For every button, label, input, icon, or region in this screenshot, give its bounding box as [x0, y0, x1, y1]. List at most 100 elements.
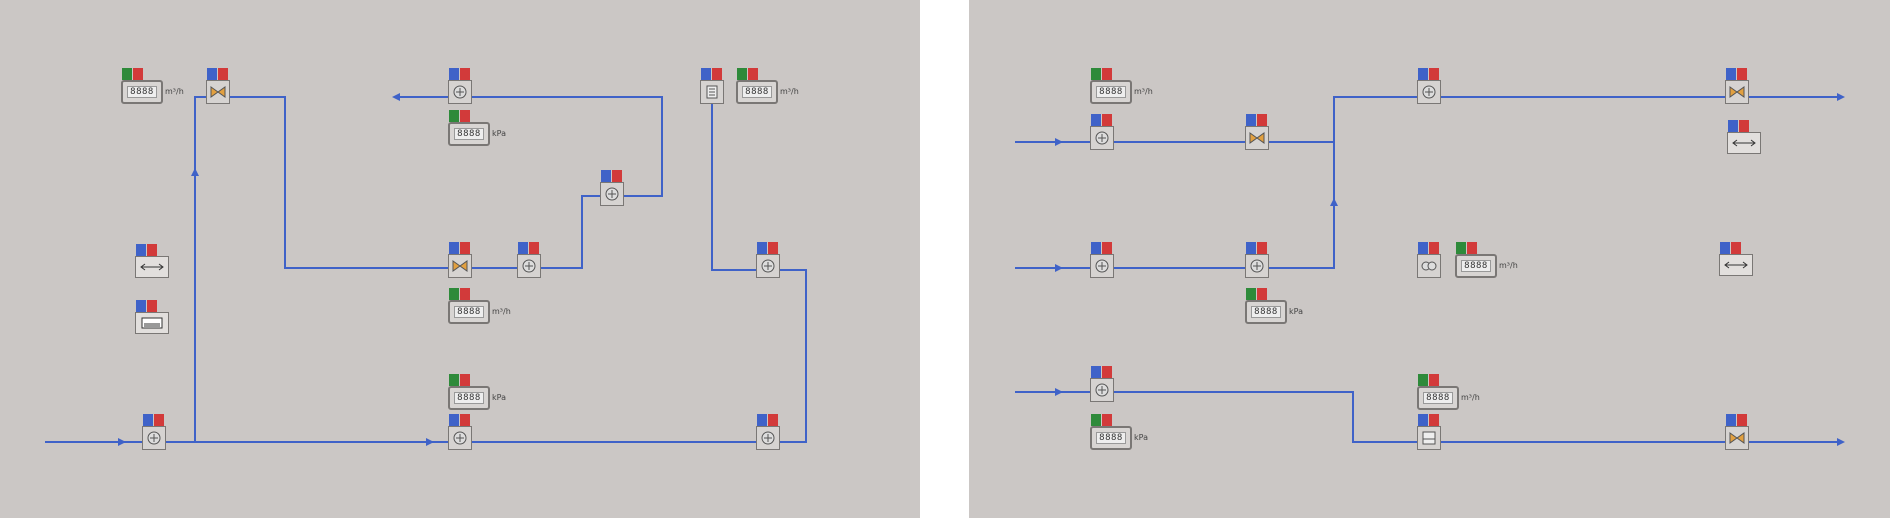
pipe-mid-line	[1015, 142, 1335, 269]
pressure-indicator[interactable]: 8888 kPa	[1090, 414, 1150, 450]
alarm-tag	[1102, 114, 1112, 126]
indicator-unit: m³/h	[165, 87, 184, 96]
indicator-unit: m³/h	[1499, 261, 1518, 270]
pump-block[interactable]	[1090, 242, 1114, 278]
status-tag	[136, 244, 146, 256]
pump-block[interactable]	[448, 414, 472, 450]
pressure-indicator[interactable]: 8888 kPa	[448, 374, 508, 410]
filter-block[interactable]	[700, 68, 724, 104]
valve-block[interactable]	[1725, 414, 1749, 450]
status-tag	[1726, 414, 1736, 426]
indicator-unit: kPa	[492, 393, 506, 402]
pipe-riser-left	[194, 96, 663, 442]
alarm-tag	[1429, 68, 1439, 80]
flow-arrow	[118, 438, 126, 446]
flow-indicator[interactable]: 8888 m³/h	[736, 68, 799, 104]
status-tag	[207, 68, 217, 80]
flow-arrows	[118, 93, 434, 446]
status-tag	[1091, 68, 1101, 80]
flow-indicator[interactable]: 8888 m³/h	[1417, 374, 1480, 410]
flow-indicator[interactable]: 8888 m³/h	[1090, 68, 1153, 104]
control-button[interactable]	[135, 300, 169, 336]
control-button[interactable]	[135, 244, 169, 280]
control-face	[1719, 254, 1753, 276]
flow-arrow	[426, 438, 434, 446]
valve-icon	[210, 86, 226, 98]
control-face	[1727, 132, 1761, 154]
alarm-tag	[748, 68, 758, 80]
pump-block[interactable]	[756, 414, 780, 450]
status-tag	[1456, 242, 1466, 254]
valve-block[interactable]	[448, 242, 472, 278]
status-tag	[1091, 366, 1101, 378]
status-tag	[757, 414, 767, 426]
pump-block[interactable]	[517, 242, 541, 278]
pump-block[interactable]	[1090, 366, 1114, 402]
pump-icon	[1095, 259, 1109, 273]
flow-indicator[interactable]: 8888 m³/h	[121, 68, 184, 104]
status-tag	[449, 288, 459, 300]
status-tag	[1246, 288, 1256, 300]
control-button[interactable]	[1727, 120, 1761, 156]
pump-block[interactable]	[756, 242, 780, 278]
mixer-icon	[1421, 261, 1437, 271]
valve-block[interactable]	[1245, 114, 1269, 150]
flow-indicator[interactable]: 8888 m³/h	[1455, 242, 1518, 278]
pump-block[interactable]	[1417, 68, 1441, 104]
valve-block[interactable]	[206, 68, 230, 104]
pressure-indicator[interactable]: 8888 kPa	[1245, 288, 1305, 324]
status-tag	[449, 242, 459, 254]
pump-icon	[522, 259, 536, 273]
pump-icon	[761, 259, 775, 273]
alarm-tag	[1737, 414, 1747, 426]
alarm-tag	[154, 414, 164, 426]
indicator-display: 8888	[121, 80, 163, 104]
pump-icon	[453, 431, 467, 445]
flow-arrow	[1055, 264, 1063, 272]
pump-block[interactable]	[1245, 242, 1269, 278]
control-face	[135, 256, 169, 278]
status-tag	[449, 414, 459, 426]
alarm-tag	[768, 414, 778, 426]
flow-indicator[interactable]: 8888 m³/h	[448, 288, 511, 324]
alarm-tag	[1429, 374, 1439, 386]
control-button[interactable]	[1719, 242, 1753, 278]
pump-icon	[761, 431, 775, 445]
indicator-unit: kPa	[492, 129, 506, 138]
flow-arrow	[392, 93, 400, 101]
status-tag	[1726, 68, 1736, 80]
pressure-indicator[interactable]: 8888 kPa	[448, 110, 508, 146]
pump-block[interactable]	[448, 68, 472, 104]
flow-arrow	[1330, 198, 1338, 206]
alarm-tag	[460, 374, 470, 386]
indicator-unit: m³/h	[780, 87, 799, 96]
mixer-block[interactable]	[1417, 242, 1441, 278]
alarm-tag	[460, 288, 470, 300]
pump-block[interactable]	[1090, 114, 1114, 150]
valve-icon	[452, 260, 468, 272]
flow-arrows	[1055, 93, 1845, 446]
flow-arrow	[1837, 93, 1845, 101]
arrows-icon	[1724, 261, 1748, 269]
indicator-display: 8888	[1090, 426, 1132, 450]
status-tag	[737, 68, 747, 80]
arrows-icon	[1732, 139, 1756, 147]
pump-block[interactable]	[600, 170, 624, 206]
pump-icon	[605, 187, 619, 201]
pump-block[interactable]	[142, 414, 166, 450]
status-tag	[1418, 68, 1428, 80]
indicator-display: 8888	[448, 122, 490, 146]
alarm-tag	[147, 244, 157, 256]
pipe-bottom-line	[1015, 391, 1841, 443]
indicator-unit: m³/h	[1461, 393, 1480, 402]
indicator-unit: m³/h	[1134, 87, 1153, 96]
tank-block[interactable]	[1417, 414, 1441, 450]
indicator-unit: kPa	[1289, 307, 1303, 316]
alarm-tag	[1257, 114, 1267, 126]
alarm-tag	[147, 300, 157, 312]
tank-icon	[1422, 431, 1436, 445]
pipe-top-line	[1015, 96, 1841, 143]
status-tag	[1091, 242, 1101, 254]
level-icon	[141, 317, 163, 329]
valve-block[interactable]	[1725, 68, 1749, 104]
